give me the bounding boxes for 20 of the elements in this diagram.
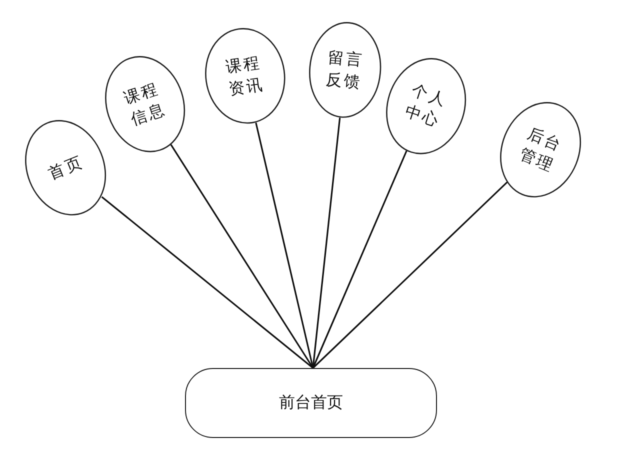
connector-line xyxy=(170,144,314,368)
ellipse-label: 后台管理 xyxy=(516,122,566,178)
connector-line xyxy=(312,182,508,369)
module-ellipse xyxy=(204,28,286,124)
module-ellipse xyxy=(386,58,466,154)
ellipse-label: 个人中心 xyxy=(402,79,450,133)
connector-line xyxy=(101,196,314,369)
module-ellipse xyxy=(25,120,107,216)
module-ellipse xyxy=(308,22,382,118)
ellipse-label: 留言反馈 xyxy=(324,46,366,94)
box-label: 前台首页 xyxy=(279,392,343,414)
start-box xyxy=(185,368,437,438)
ellipse-label: 首页 xyxy=(44,150,88,186)
connector-line xyxy=(312,150,408,368)
module-ellipse xyxy=(104,56,186,152)
connector-line xyxy=(255,122,314,368)
ellipse-label: 课程资讯 xyxy=(224,52,266,100)
connector-line xyxy=(312,118,341,368)
ellipse-label: 课程信息 xyxy=(120,77,170,131)
module-ellipse xyxy=(500,102,582,198)
